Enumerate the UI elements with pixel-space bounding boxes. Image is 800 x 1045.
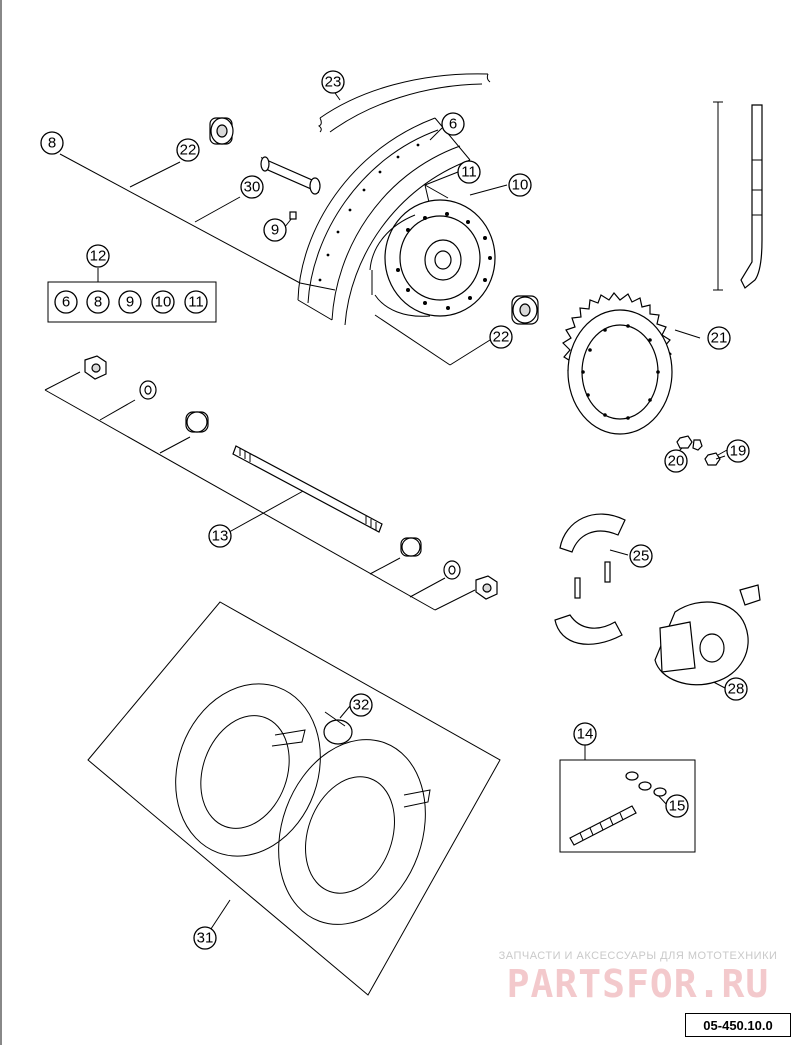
spoke-kit-item-9: 9	[118, 290, 142, 314]
wheel-axle-part	[232, 445, 383, 533]
svg-text:14: 14	[577, 726, 594, 743]
svg-text:28: 28	[728, 681, 745, 698]
svg-text:20: 20	[668, 453, 685, 470]
chain-part	[569, 805, 637, 846]
callout-31: 31	[193, 926, 217, 950]
page-left-border	[0, 0, 2, 1045]
svg-text:8: 8	[94, 294, 102, 311]
rim-tape-part	[318, 73, 491, 133]
svg-text:8: 8	[48, 135, 56, 152]
callout-21: 21	[707, 326, 731, 350]
callout-11: 11	[457, 160, 481, 184]
brake-plate-part	[654, 584, 761, 686]
svg-text:23: 23	[325, 74, 342, 91]
svg-text:15: 15	[669, 798, 686, 815]
svg-text:22: 22	[180, 142, 197, 159]
callout-13: 13	[208, 524, 232, 548]
wheel-hub-part	[369, 199, 496, 317]
callout-19: 19	[726, 439, 750, 463]
svg-text:11: 11	[461, 164, 477, 181]
svg-text:6: 6	[62, 294, 70, 311]
svg-text:13: 13	[212, 528, 229, 545]
callout-20: 20	[664, 449, 688, 473]
callout-8: 8	[40, 131, 64, 155]
master-link-part	[625, 771, 667, 797]
rim-sticker-left-part	[175, 683, 321, 857]
axle-washer-part	[139, 380, 157, 400]
spoke-kit-item-10: 10	[151, 290, 175, 314]
callout-14: 14	[573, 722, 597, 746]
axle-spacer-left-part	[185, 411, 209, 433]
svg-text:6: 6	[449, 116, 457, 133]
callout-28: 28	[724, 677, 748, 701]
diagram-code-label: 05-450.10.0	[685, 1013, 791, 1037]
svg-text:22: 22	[493, 329, 510, 346]
svg-text:10: 10	[155, 294, 172, 311]
nipple-screw-part	[289, 211, 297, 220]
axle-nut-right-part	[475, 575, 498, 600]
svg-text:32: 32	[353, 697, 370, 714]
spacer-sleeve-part	[260, 156, 321, 195]
rim-sticker-right-part	[278, 739, 431, 925]
spoke-kit-item-6: 6	[54, 290, 78, 314]
svg-text:31: 31	[197, 930, 214, 947]
watermark-caption: ЗАПЧАСТИ И АКСЕССУАРЫ ДЛЯ МОТОТЕХНИКИ	[498, 950, 778, 962]
callout-15: 15	[665, 794, 689, 818]
callout-25: 25	[629, 544, 653, 568]
rim-part	[297, 117, 471, 326]
callout-10: 10	[508, 173, 532, 197]
callout-22-upper: 22	[176, 138, 200, 162]
wheel-bearing-lower-part	[511, 295, 539, 325]
callout-22-lower: 22	[489, 325, 513, 349]
svg-text:30: 30	[244, 179, 261, 196]
svg-text:25: 25	[633, 548, 650, 565]
leader-lines	[44, 92, 728, 939]
brake-shoes-part	[554, 513, 626, 645]
axle-spacer-right-part	[400, 537, 422, 557]
spoke-kit-item-8: 8	[86, 290, 110, 314]
sprocket-bolt-part	[704, 452, 726, 466]
sticker-sheet-box	[87, 601, 501, 996]
chain-group-box	[559, 759, 696, 853]
svg-text:21: 21	[711, 330, 728, 347]
callout-30: 30	[240, 175, 264, 199]
callout-23: 23	[321, 70, 345, 94]
callout-6: 6	[441, 112, 465, 136]
spoke-kit-item-11: 11	[184, 290, 208, 314]
callout-12: 12	[86, 244, 110, 268]
svg-text:11: 11	[188, 294, 204, 311]
svg-text:10: 10	[512, 177, 529, 194]
svg-text:19: 19	[730, 443, 747, 460]
axle-washer-right-part	[443, 560, 461, 580]
svg-text:12: 12	[90, 248, 107, 265]
callout-32: 32	[349, 693, 373, 717]
sprocket-nut-part	[676, 435, 703, 451]
callout-9: 9	[263, 218, 287, 242]
watermark-logo: PARTSFOR.RU	[506, 962, 770, 1006]
spoke-kit-group-box	[47, 281, 217, 323]
wheel-bearing-upper-part	[209, 117, 234, 145]
rear-sprocket-part	[562, 292, 673, 435]
svg-text:9: 9	[126, 294, 134, 311]
axle-nut-part	[84, 355, 107, 380]
spoke-part	[713, 101, 763, 291]
svg-text:9: 9	[271, 222, 279, 239]
valve-cap-part	[323, 711, 353, 745]
